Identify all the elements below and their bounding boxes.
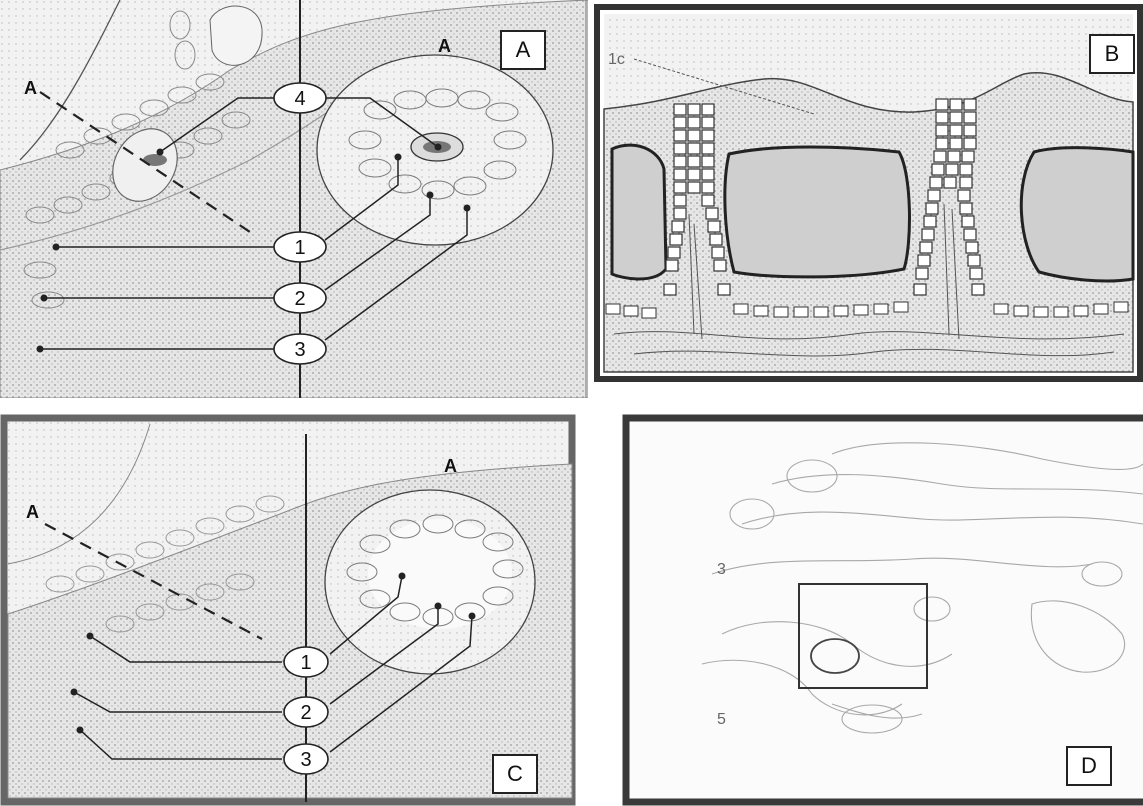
label-number-2: 2 <box>300 702 311 724</box>
panel-d-drawing: 3 5 <box>622 414 1143 806</box>
label-oval-4: 4 <box>274 83 326 113</box>
edge-label-1c: 1c <box>608 51 625 68</box>
panel-b-drawing: 1c <box>594 4 1143 382</box>
panel-b: 1c B <box>594 4 1143 382</box>
panel-d-letter: D <box>1066 746 1112 786</box>
label-number-3: 3 <box>294 339 305 361</box>
label-oval-3: 3 <box>284 744 328 774</box>
label-oval-2: 2 <box>284 697 328 727</box>
panel-c-letter: C <box>492 754 538 794</box>
panel-a: 4 1 2 3 A A A <box>0 0 588 398</box>
label-oval-1: 1 <box>274 232 326 262</box>
label-number-3: 3 <box>300 749 311 771</box>
panel-b-letter: B <box>1089 34 1135 74</box>
panel-d: 3 5 D <box>622 414 1143 806</box>
section-label-a: A <box>24 78 37 98</box>
label-oval-3: 3 <box>274 334 326 364</box>
label-number-1: 1 <box>294 237 305 259</box>
dermal-block-center <box>725 147 910 277</box>
panel-c-drawing: 1 2 3 A A <box>0 414 576 806</box>
label-number-5: 5 <box>717 711 726 728</box>
dermal-block-right <box>1021 148 1133 281</box>
region-label-a: A <box>444 456 457 476</box>
section-label-a: A <box>26 502 39 522</box>
panel-c: 1 2 3 A A C <box>0 414 576 806</box>
label-number-4: 4 <box>294 88 305 110</box>
region-label-a: A <box>438 36 451 56</box>
label-oval-2: 2 <box>274 283 326 313</box>
dermal-block-left <box>612 145 666 279</box>
label-number-3: 3 <box>717 561 726 578</box>
label-number-1: 1 <box>300 652 311 674</box>
panel-a-letter: A <box>500 30 546 70</box>
label-number-2: 2 <box>294 288 305 310</box>
label-oval-1: 1 <box>284 647 328 677</box>
